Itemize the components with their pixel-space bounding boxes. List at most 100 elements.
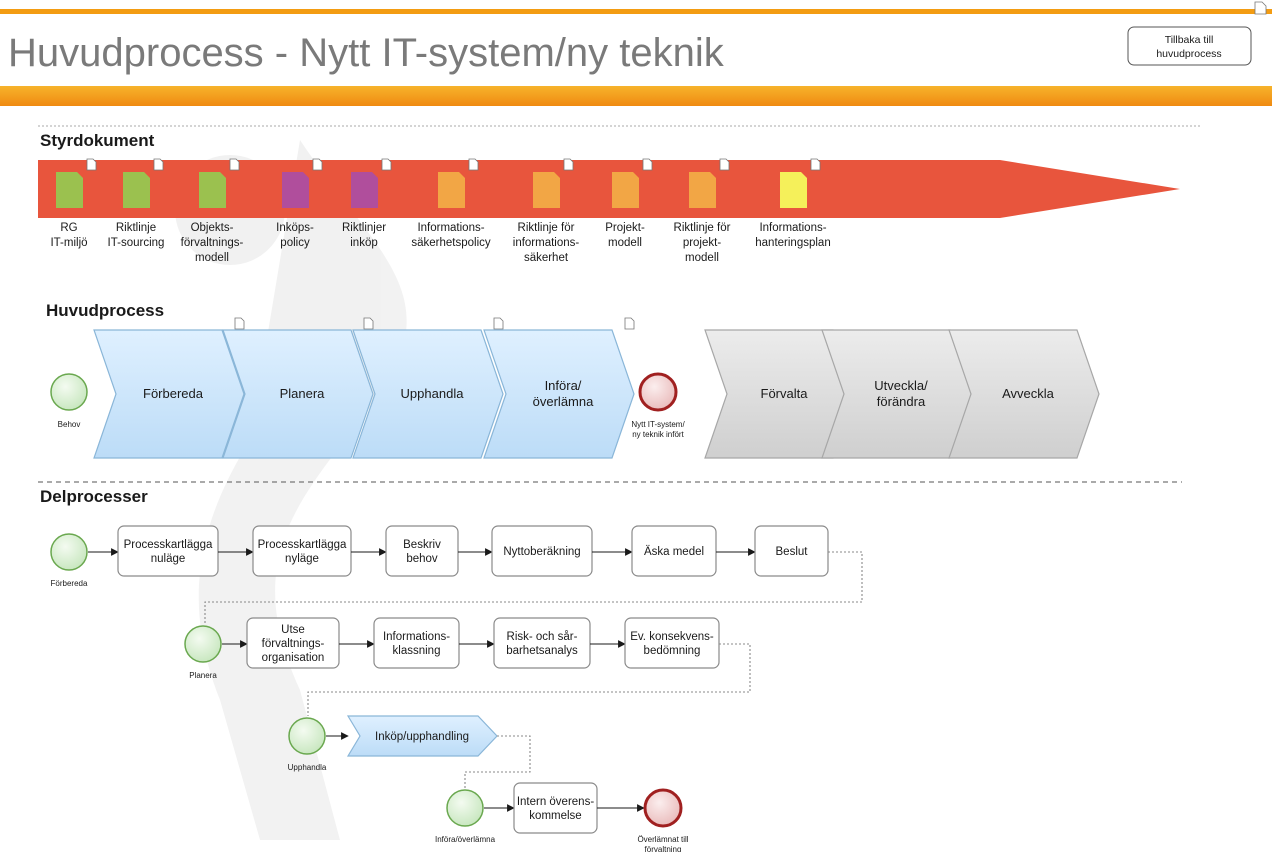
- task-label: Risk- och sår-: [507, 631, 578, 643]
- task-label: Ev. konsekvens-: [630, 631, 714, 643]
- document-label: inköp: [350, 237, 378, 249]
- subprocess-start-event[interactable]: Upphandla: [288, 717, 327, 772]
- document-icon: [282, 172, 309, 208]
- document-icon: [689, 172, 716, 208]
- document-item[interactable]: Riktlinjer inköp: [342, 158, 392, 249]
- header-top-bar: [0, 9, 1272, 14]
- subprocess-event-label: Upphandla: [288, 763, 327, 772]
- page-icon[interactable]: [493, 317, 504, 330]
- start-event-label: Behov: [58, 420, 81, 429]
- task-chevron[interactable]: Inköp/upphandling: [346, 715, 498, 757]
- connector-line: [307, 643, 751, 716]
- process-step-label: Upphandla: [401, 386, 465, 401]
- page-icon[interactable]: [468, 158, 479, 171]
- page-icon[interactable]: [381, 158, 392, 171]
- document-item[interactable]: Projekt-modell: [605, 158, 653, 249]
- task-label: förvaltnings-: [262, 638, 325, 650]
- process-step-label: Förvalta: [761, 386, 809, 401]
- back-button[interactable]: Tillbaka till huvudprocess: [1127, 26, 1252, 66]
- process-step[interactable]: Förbereda: [93, 329, 245, 459]
- document-item[interactable]: Objekts-förvaltnings-modell: [181, 158, 244, 264]
- document-label: säkerhet: [524, 252, 569, 264]
- process-step-label: Avveckla: [1002, 386, 1055, 401]
- subprocess-start-event[interactable]: Planera: [184, 625, 222, 680]
- task-label: nuläge: [151, 553, 186, 565]
- task-label: klassning: [393, 645, 441, 657]
- document-item[interactable]: Riktlinje för informations-säkerhet: [513, 158, 580, 264]
- document-label: informations-: [513, 237, 580, 249]
- document-label: Riktlinje: [116, 222, 156, 234]
- document-label: IT-miljö: [50, 237, 87, 249]
- page-icon[interactable]: [229, 158, 240, 171]
- task-label: Äska medel: [644, 546, 704, 558]
- document-label: Informations-: [759, 222, 826, 234]
- process-step[interactable]: Införa/överlämna: [483, 329, 635, 459]
- document-label: Riktlinjer: [342, 222, 386, 234]
- task-box[interactable]: Informations-klassning: [373, 617, 460, 669]
- end-event-label: ny teknik infört: [632, 430, 684, 439]
- subprocess-start-event[interactable]: Införa/överlämna: [435, 789, 496, 844]
- document-icon: [780, 172, 807, 208]
- subprocess-end-label: förvaltning: [645, 845, 682, 852]
- document-item[interactable]: Informations-hanteringsplan: [755, 158, 831, 249]
- document-icon: [351, 172, 378, 208]
- main-process: Behov Förbereda Planera Upphandla Införa/öve…: [50, 317, 1100, 459]
- document-item[interactable]: Inköps-policy: [276, 158, 323, 249]
- document-label: modell: [608, 237, 642, 249]
- connector-line: [464, 735, 531, 788]
- document-label: projekt-: [683, 237, 722, 249]
- process-step-label: Införa/: [545, 378, 582, 393]
- subprocess-event-label: Förbereda: [51, 579, 88, 588]
- page-icon[interactable]: [810, 158, 821, 171]
- task-label: Processkartlägga: [258, 539, 347, 551]
- task-box[interactable]: Beslut: [754, 525, 829, 577]
- page-icon[interactable]: [86, 158, 97, 171]
- subprocess-start-event[interactable]: Förbereda: [50, 533, 88, 588]
- process-step[interactable]: Avveckla: [948, 329, 1100, 459]
- page-icon[interactable]: [642, 158, 653, 171]
- document-item[interactable]: Informations-säkerhetspolicy: [411, 158, 491, 249]
- task-box[interactable]: Intern överens-kommelse: [513, 782, 598, 834]
- task-box[interactable]: Äska medel: [631, 525, 717, 577]
- document-icon: [438, 172, 465, 208]
- document-label: Riktlinje för: [518, 222, 575, 234]
- process-step[interactable]: Utveckla/förändra: [821, 329, 973, 459]
- page-icon[interactable]: [363, 317, 374, 330]
- page-icon[interactable]: [312, 158, 323, 171]
- process-step[interactable]: Upphandla: [352, 329, 504, 459]
- connector-line: [204, 551, 863, 624]
- page-icon[interactable]: [563, 158, 574, 171]
- process-step-label: Förbereda: [143, 386, 204, 401]
- document-label: policy: [280, 237, 310, 249]
- document-label: säkerhetspolicy: [411, 237, 491, 249]
- task-box[interactable]: Risk- och sår-barhetsanalys: [493, 617, 591, 669]
- page-icon[interactable]: [624, 317, 635, 330]
- end-event[interactable]: Nytt IT-system/ny teknik infört: [631, 372, 685, 439]
- page-title: Huvudprocess - Nytt IT-system/ny teknik: [8, 31, 725, 75]
- task-box[interactable]: Nyttoberäkning: [491, 525, 593, 577]
- document-icon: [533, 172, 560, 208]
- page-icon[interactable]: [153, 158, 164, 171]
- task-label: barhetsanalys: [506, 645, 578, 657]
- subprocess-end-label: Överlämnat till: [637, 835, 688, 844]
- page-icon[interactable]: [719, 158, 730, 171]
- task-label: bedömning: [644, 645, 701, 657]
- document-label: hanteringsplan: [755, 237, 830, 249]
- sub-processes: FörberedaProcesskartlägganulägeProcesska…: [50, 525, 863, 852]
- task-box[interactable]: Ev. konsekvens-bedömning: [624, 617, 720, 669]
- start-event[interactable]: Behov: [50, 373, 88, 429]
- page-icon[interactable]: [234, 317, 245, 330]
- process-step-label: Utveckla/: [874, 378, 928, 393]
- task-label: Beskriv: [403, 539, 441, 551]
- process-step[interactable]: Planera: [222, 329, 374, 459]
- back-button-line1: Tillbaka till: [1165, 34, 1214, 46]
